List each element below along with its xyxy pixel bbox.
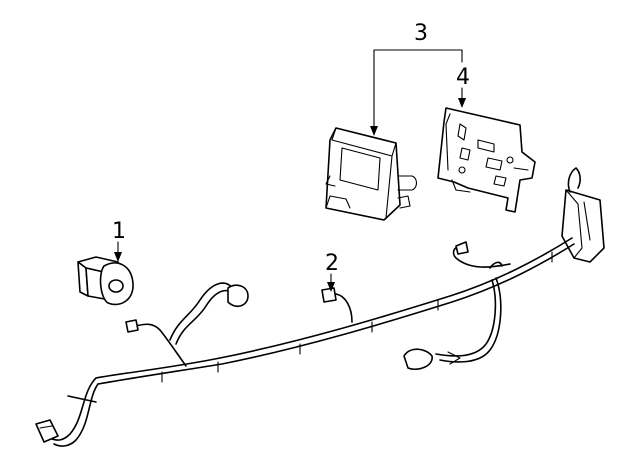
part-3-control-module <box>325 127 418 221</box>
part-4-bracket <box>437 107 536 213</box>
wiring-harness <box>35 237 575 447</box>
callout-2-label: 2 <box>325 251 339 276</box>
callout-3: 3 <box>370 21 463 136</box>
callout-3-label: 3 <box>414 21 428 46</box>
callout-4: 4 <box>456 65 470 108</box>
callout-4-label: 4 <box>456 65 470 90</box>
part-1-sensor <box>77 256 134 306</box>
callout-1: 1 <box>112 219 126 262</box>
callout-2: 2 <box>325 251 339 292</box>
callout-1-label: 1 <box>112 219 126 244</box>
